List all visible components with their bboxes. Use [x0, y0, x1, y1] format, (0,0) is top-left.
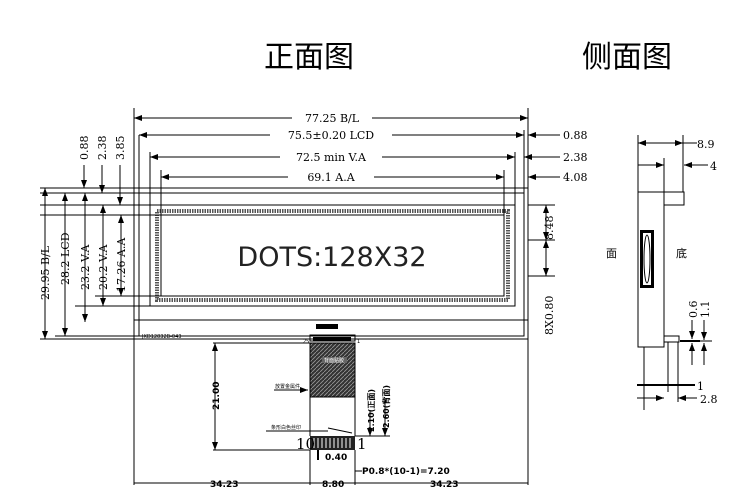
fpc-cable: 25 1 背面贴胶 放置金属件 条形白色丝印 10 1 21.00 2.10(正…	[133, 324, 529, 490]
dim-right-408: 4.08	[563, 171, 588, 184]
viewing-area	[149, 204, 516, 307]
dim-848: 8.48	[543, 216, 556, 241]
dim-bl-height: 29.95 B/L	[39, 245, 52, 300]
bottom-label: 底	[676, 246, 687, 260]
pin-1-label: 1	[357, 435, 367, 453]
side-t11: 1.1	[699, 301, 712, 319]
dim-dot-height: 8X0.80	[543, 296, 556, 335]
dim-va-height: 23.2 V.A	[79, 243, 92, 290]
left-offset: 34.23	[210, 480, 238, 490]
face-label: 面	[606, 247, 617, 260]
pad-width: 0.40	[325, 453, 347, 463]
dim-lcd-width: 75.5±0.20 LCD	[288, 129, 374, 142]
side-view: 8.9 4 面 底 0.6 1.1 1 2.8	[606, 135, 718, 410]
thickness-front: 2.10(正面)	[367, 389, 376, 432]
silk-label: 条形白色丝印	[271, 424, 301, 431]
metal-label: 放置金属件	[275, 383, 300, 390]
pin-10-label: 10	[296, 435, 315, 453]
side-view-title: 侧面图	[582, 40, 672, 75]
side-d1: 1	[697, 380, 704, 393]
side-total-depth: 8.9	[697, 138, 715, 151]
active-area	[160, 214, 505, 297]
dim-bl-width: 77.25 B/L	[305, 112, 360, 125]
dim-top-385: 3.85	[114, 136, 127, 161]
dim-right-238: 2.38	[563, 151, 588, 164]
stiffener-label: 背面贴胶	[324, 357, 344, 364]
right-offset: 34.23	[430, 480, 458, 490]
side-t06: 0.6	[687, 301, 700, 319]
dim-top-088: 0.88	[78, 136, 91, 161]
dim-aa-width: 69.1 A.A	[307, 171, 355, 184]
dim-va2-height: 20.2 V.A	[97, 243, 110, 290]
dim-right-088: 0.88	[563, 129, 588, 142]
dim-top-238: 2.38	[96, 136, 109, 161]
dim-aa-height: 17.26 A.A	[115, 237, 128, 292]
fpc-length: 21.00	[212, 382, 222, 410]
side-body-depth: 4	[710, 160, 717, 173]
front-view-title: 正面图	[264, 40, 354, 75]
display-resolution: DOTS:128X32	[237, 242, 426, 273]
thickness-back: 2.60(背面)	[381, 385, 391, 428]
side-d28: 2.8	[700, 393, 718, 406]
pin-25-label: 25	[303, 339, 309, 345]
pitch-label: P0.8*(10-1)=7.20	[362, 467, 450, 477]
fpc-width: 8.80	[322, 480, 344, 490]
lcd-outline	[138, 192, 525, 337]
dot-border	[155, 209, 510, 302]
dim-va-width: 72.5 min V.A	[296, 151, 367, 164]
pin-1-top-label: 1	[357, 339, 360, 345]
dim-lcd-height: 28.2 LCD	[59, 232, 72, 285]
front-view: DOTS:128X32 JXD12832B-043 77.25 B/L 75.5…	[39, 108, 588, 340]
part-number: JXD12832B-043	[141, 334, 181, 340]
